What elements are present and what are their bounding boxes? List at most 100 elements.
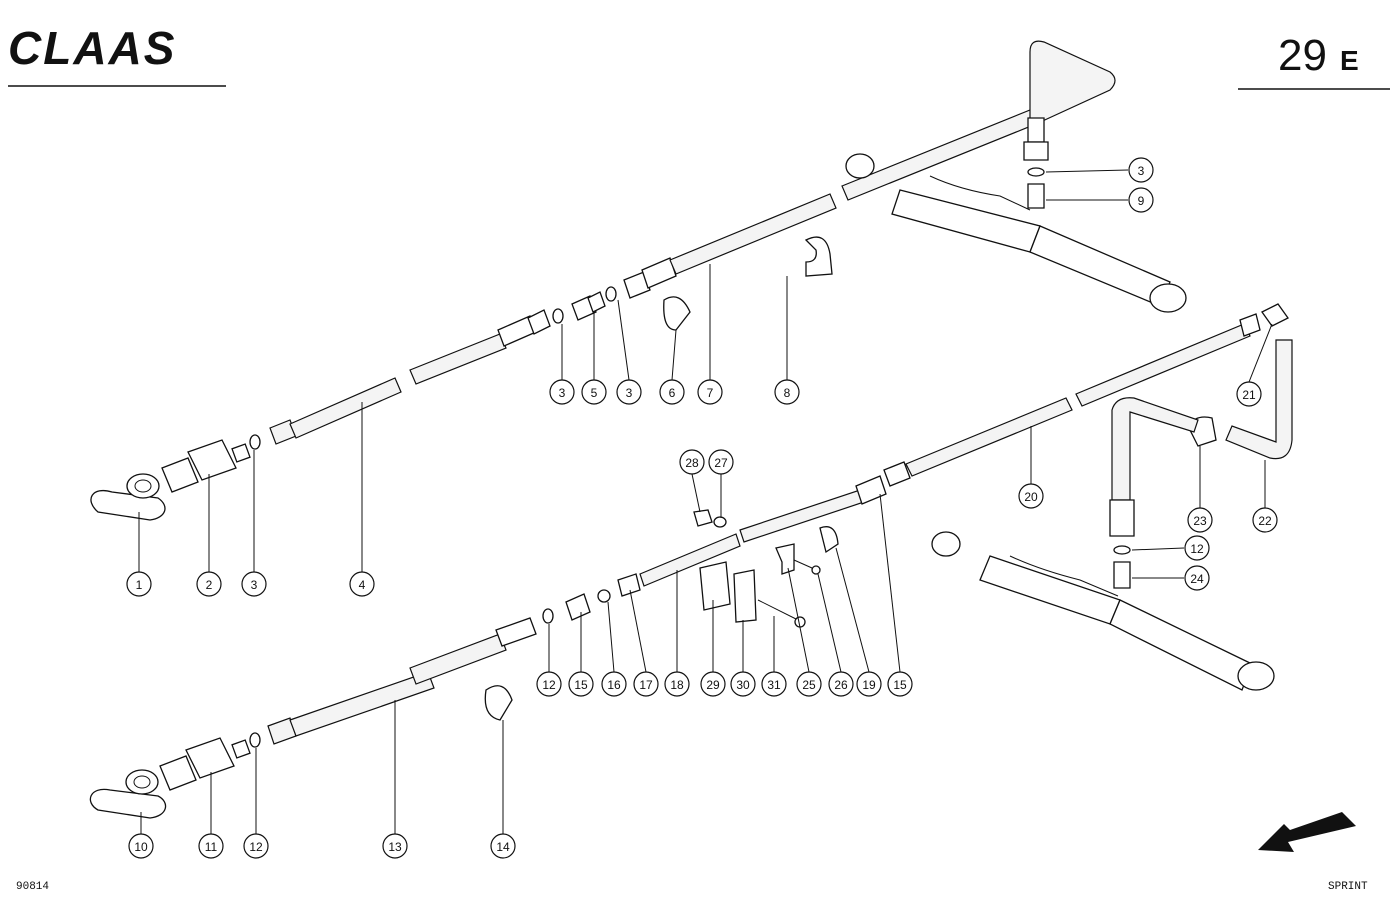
callout-circle <box>128 833 154 859</box>
callout-label: 15 <box>893 678 907 692</box>
callout-label: 3 <box>626 386 633 400</box>
callout-c3a: 3 <box>241 571 267 597</box>
page-suffix: E <box>1340 45 1359 76</box>
lower-hose-assembly <box>89 303 1293 819</box>
callout-label: 31 <box>767 678 781 692</box>
brand-logo: CLAAS <box>8 22 226 87</box>
callout-c21: 21 <box>1236 381 1262 407</box>
callout-c3c: 3 <box>616 379 642 405</box>
callout-c22: 22 <box>1252 507 1278 533</box>
callout-label: 21 <box>1242 388 1256 402</box>
callout-label: 2 <box>206 578 213 592</box>
callout-label: 3 <box>251 578 258 592</box>
callout-label: 22 <box>1258 514 1272 528</box>
callout-circle <box>887 671 913 697</box>
callout-label: 6 <box>669 386 676 400</box>
callout-label: 4 <box>359 578 366 592</box>
callout-label: 26 <box>834 678 848 692</box>
callout-circle <box>1236 381 1262 407</box>
callout-label: 17 <box>639 678 653 692</box>
callout-circle <box>1128 157 1154 183</box>
callout-c24: 24 <box>1184 565 1210 591</box>
callout-label: 12 <box>1190 542 1204 556</box>
callout-circle <box>382 833 408 859</box>
page-number: 29 <box>1278 31 1327 80</box>
callout-label: 8 <box>784 386 791 400</box>
callout-circle <box>549 379 575 405</box>
callout-circle <box>601 671 627 697</box>
callout-c30: 30 <box>730 671 756 697</box>
callout-circle <box>243 833 269 859</box>
callout-circle <box>664 671 690 697</box>
callout-c7: 7 <box>697 379 723 405</box>
callout-label: 25 <box>802 678 816 692</box>
callout-label: 1 <box>136 578 143 592</box>
callout-c11: 11 <box>198 833 224 859</box>
callout-label: 5 <box>591 386 598 400</box>
callout-circle <box>697 379 723 405</box>
leader-lines <box>138 169 1273 834</box>
callout-c15a: 15 <box>568 671 594 697</box>
callout-circle <box>581 379 607 405</box>
callout-c23: 23 <box>1187 507 1213 533</box>
callout-circle <box>536 671 562 697</box>
callout-c12a: 12 <box>243 833 269 859</box>
callout-circle <box>1187 507 1213 533</box>
callout-label: 13 <box>388 840 402 854</box>
callout-circle <box>1184 565 1210 591</box>
callout-circle <box>633 671 659 697</box>
callout-circle <box>241 571 267 597</box>
callout-c16: 16 <box>601 671 627 697</box>
callout-c12c: 12 <box>1184 535 1210 561</box>
callout-c19: 19 <box>856 671 882 697</box>
callout-c15b: 15 <box>887 671 913 697</box>
callout-label: 15 <box>574 678 588 692</box>
callout-circle <box>616 379 642 405</box>
callout-circle <box>490 833 516 859</box>
callout-circle <box>198 833 224 859</box>
direction-arrow-icon <box>1258 812 1356 852</box>
callout-label: 10 <box>134 840 148 854</box>
callout-c10: 10 <box>128 833 154 859</box>
callout-c29: 29 <box>700 671 726 697</box>
callout-c26: 26 <box>828 671 854 697</box>
callout-circle <box>1018 483 1044 509</box>
callout-c13: 13 <box>382 833 408 859</box>
callout-c17: 17 <box>633 671 659 697</box>
callout-circle <box>659 379 685 405</box>
callout-label: 7 <box>707 386 714 400</box>
callout-label: 28 <box>685 456 699 470</box>
callout-circle <box>1128 187 1154 213</box>
callout-c20: 20 <box>1018 483 1044 509</box>
brand-logo-text: CLAAS <box>8 22 176 74</box>
callout-label: 18 <box>670 678 684 692</box>
callout-label: 30 <box>736 678 750 692</box>
callout-c18: 18 <box>664 671 690 697</box>
callout-c3b: 3 <box>549 379 575 405</box>
callout-label: 20 <box>1024 490 1038 504</box>
model-name: SPRINT <box>1328 881 1368 893</box>
callout-c28: 28 <box>679 449 705 475</box>
callout-c4: 4 <box>349 571 375 597</box>
callout-circle <box>774 379 800 405</box>
callout-label: 16 <box>607 678 621 692</box>
callout-c9: 9 <box>1128 187 1154 213</box>
callout-c31: 31 <box>761 671 787 697</box>
callout-label: 9 <box>1138 194 1145 208</box>
callout-label: 14 <box>496 840 510 854</box>
callout-circle <box>196 571 222 597</box>
callout-label: 12 <box>249 840 263 854</box>
callout-label: 27 <box>714 456 728 470</box>
callout-c25: 25 <box>796 671 822 697</box>
callout-label: 12 <box>542 678 556 692</box>
callout-circle <box>679 449 705 475</box>
callout-label: 3 <box>1138 164 1145 178</box>
callout-c3d: 3 <box>1128 157 1154 183</box>
callout-label: 24 <box>1190 572 1204 586</box>
callout-c27: 27 <box>708 449 734 475</box>
callout-c5: 5 <box>581 379 607 405</box>
callout-circle <box>730 671 756 697</box>
callout-circle <box>828 671 854 697</box>
